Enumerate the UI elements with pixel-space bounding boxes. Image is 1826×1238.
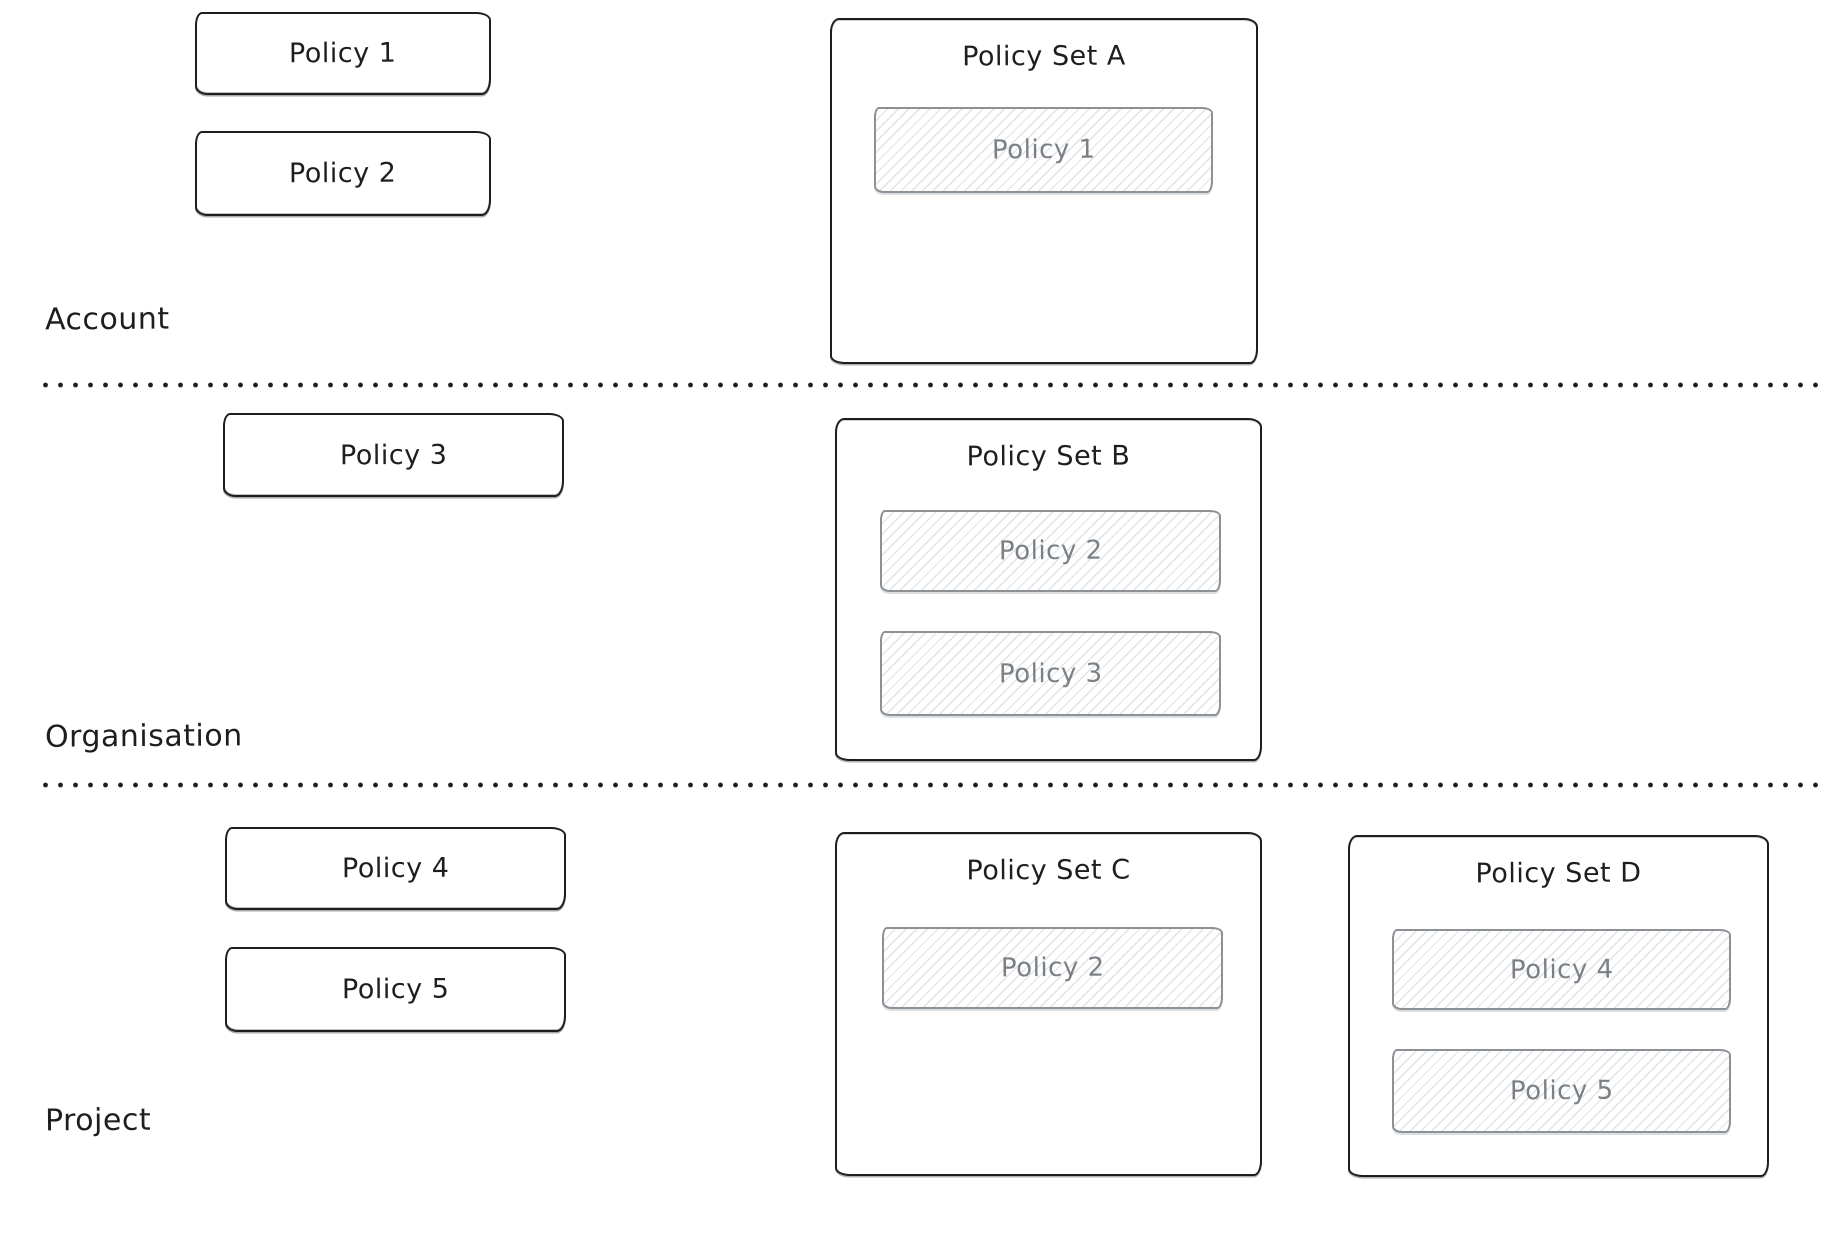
policy-set-member: Policy 2 <box>880 510 1221 592</box>
policy-set-member: Policy 5 <box>1392 1049 1731 1133</box>
policy-set-member-label: Policy 1 <box>991 134 1096 166</box>
policy-box: Policy 4 <box>225 827 566 910</box>
policy-set-member-label: Policy 2 <box>1000 952 1105 984</box>
policy-set-member-label: Policy 4 <box>1509 954 1614 985</box>
policy-box-label: Policy 5 <box>341 973 450 1006</box>
policy-set-member: Policy 2 <box>882 927 1223 1009</box>
policy-set-member-label: Policy 3 <box>998 658 1103 689</box>
policy-box-label: Policy 3 <box>339 439 448 471</box>
policy-set: Policy Set D Policy 4 Policy 5 <box>1348 835 1769 1177</box>
policy-box-label: Policy 2 <box>289 157 397 190</box>
policy-set-member: Policy 3 <box>880 631 1221 716</box>
level-separator <box>38 782 1826 788</box>
policy-set-title: Policy Set C <box>966 854 1131 887</box>
policy-set-member: Policy 1 <box>874 107 1213 193</box>
policy-set-member: Policy 4 <box>1392 929 1731 1010</box>
policy-box: Policy 3 <box>223 413 564 497</box>
policy-box-label: Policy 1 <box>289 37 397 70</box>
policy-box: Policy 5 <box>225 947 566 1032</box>
level-label-account: Account <box>44 301 170 338</box>
policy-set: Policy Set C Policy 2 <box>835 832 1262 1176</box>
policy-box: Policy 1 <box>195 12 491 95</box>
policy-set-title: Policy Set B <box>966 440 1131 473</box>
policy-set-member-label: Policy 2 <box>998 535 1103 567</box>
policy-set: Policy Set A Policy 1 <box>830 18 1258 364</box>
policy-box-label: Policy 4 <box>341 852 450 885</box>
policy-set-title: Policy Set A <box>962 40 1126 73</box>
level-label-project: Project <box>44 1102 152 1139</box>
level-separator <box>38 382 1826 388</box>
level-label-organisation: Organisation <box>44 718 243 755</box>
policy-set-title: Policy Set D <box>1475 857 1642 890</box>
policy-set-member-label: Policy 5 <box>1509 1075 1614 1107</box>
policy-set: Policy Set B Policy 2 Policy 3 <box>835 418 1262 761</box>
policy-box: Policy 2 <box>195 131 491 216</box>
